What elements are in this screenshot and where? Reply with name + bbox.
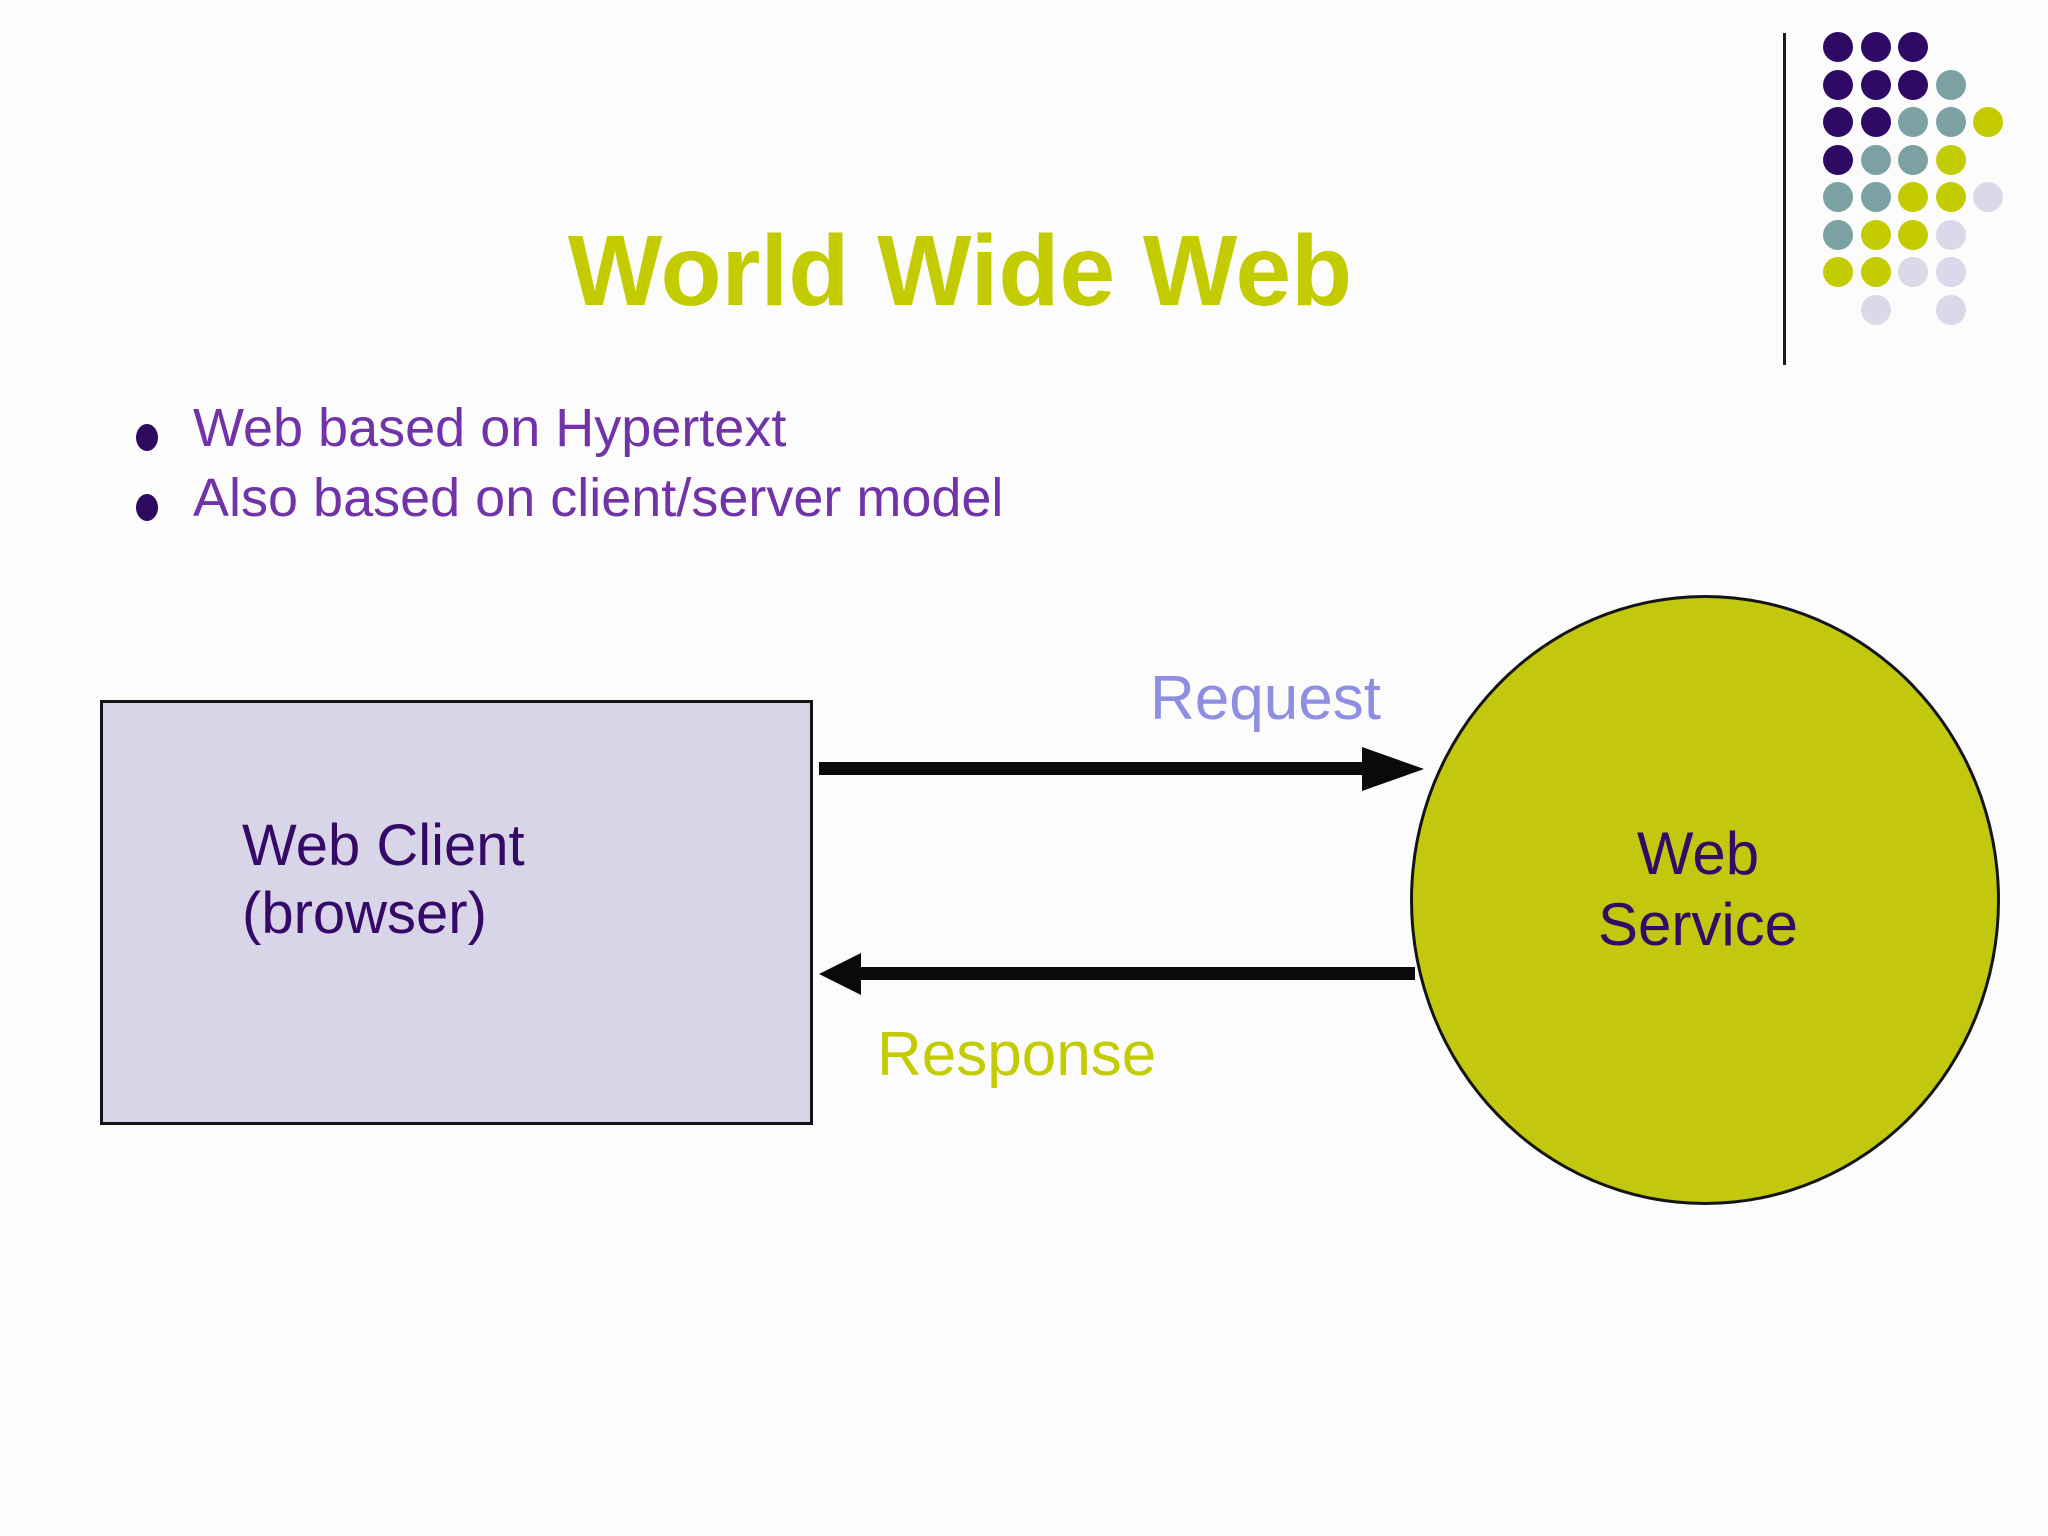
deco-dot-lavender [1860,294,1891,325]
deco-dot-yellow [1823,257,1853,287]
deco-dot-purple [1823,107,1853,137]
bullet-marker-icon [136,494,158,521]
deco-dot-yellow [1898,182,1928,212]
web-client-label-line2: (browser) [242,881,487,946]
deco-dot-purple [1860,107,1891,137]
deco-dot-yellow [1898,219,1928,250]
deco-dot-teal [1823,182,1853,212]
web-client-box-label: Web Client (browser) [242,812,525,948]
deco-dot-yellow [1973,107,2003,137]
response-arrow [859,967,1415,980]
deco-dot-purple [1860,69,1891,100]
deco-dot-lavender [1935,219,1966,250]
request-arrowhead-icon [1362,747,1424,791]
deco-dot-purple [1898,69,1928,100]
deco-dot-lavender [1973,182,2003,212]
bullet-item: Also based on client/server model [193,468,1004,528]
deco-dot-teal [1860,144,1891,175]
divider-line [1783,33,1786,365]
deco-dot-lavender [1935,294,1966,325]
deco-dot-purple [1823,144,1853,175]
web-client-label-line1: Web Client [242,813,525,878]
request-arrow [819,762,1362,775]
web-service-circle-label: Web Service [1498,818,1898,960]
deco-dot-lavender [1935,257,1966,287]
web-service-label-line1: Web [1636,820,1760,887]
deco-dot-yellow [1860,219,1891,250]
deco-dot-lavender [1898,257,1928,287]
deco-dot-yellow [1935,144,1966,175]
deco-dot-purple [1898,32,1928,62]
deco-dot-teal [1823,219,1853,250]
web-service-circle [1410,595,2000,1205]
bullet-item: Web based on Hypertext [193,398,787,458]
deco-dot-purple [1860,32,1891,62]
request-label: Request [1150,664,1381,733]
deco-dot-teal [1935,107,1966,137]
deco-dot-teal [1898,144,1928,175]
response-arrowhead-icon [819,953,861,995]
bullet-marker-icon [136,424,158,451]
web-service-label-line2: Service [1597,891,1799,958]
deco-dot-teal [1860,182,1891,212]
deco-dot-teal [1935,69,1966,100]
slide-title: World Wide Web [567,215,1353,327]
deco-dot-yellow [1935,182,1966,212]
deco-dot-yellow [1860,257,1891,287]
deco-dot-teal [1898,107,1928,137]
deco-dot-purple [1823,32,1853,62]
web-client-box [100,700,813,1125]
response-label: Response [877,1020,1157,1089]
deco-dot-purple [1823,69,1853,100]
